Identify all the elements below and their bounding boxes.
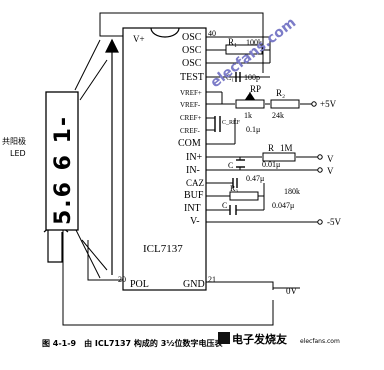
pin-vref-minus: VREF-	[180, 101, 201, 109]
c-input-label: C	[228, 161, 233, 170]
minus5-terminal	[317, 219, 323, 225]
logo-mark	[218, 332, 230, 344]
pin-vref-plus: VREF+	[180, 89, 202, 97]
ic-chip	[122, 27, 207, 291]
pin-gnd-label: GND	[183, 279, 205, 290]
pin-osc3: OSC	[182, 58, 202, 69]
led-label-line2: LED	[10, 149, 26, 158]
ic-body	[122, 27, 207, 291]
cref-value: 0.1μ	[246, 125, 260, 134]
rp-label: RP	[250, 84, 261, 94]
cref-label: C_REF	[222, 120, 241, 126]
pin-21-label: 21	[208, 275, 216, 284]
r3-resistor	[229, 191, 259, 201]
pin-in-minus: IN-	[186, 165, 200, 176]
components	[214, 44, 300, 215]
caz-value: 0.47μ	[246, 174, 264, 183]
rp-potentiometer	[235, 99, 265, 109]
r-input-label: R	[268, 143, 274, 153]
zero-volt-label: 0V	[286, 286, 298, 296]
r-input-resistor	[262, 152, 296, 162]
r2-value: 24k	[272, 111, 284, 120]
plus5-terminal	[311, 101, 317, 107]
pin-pol-label: POL	[130, 279, 149, 290]
pin-vminus: V-	[190, 216, 200, 227]
r3-value: 180k	[284, 187, 300, 196]
pol-wire	[87, 240, 123, 281]
c1-label: C₁	[226, 73, 234, 82]
plus5-label: +5V	[320, 99, 337, 109]
r2-label: R₂	[276, 88, 285, 98]
pin-osc2: OSC	[182, 45, 202, 56]
pin-buf: BUF	[184, 190, 204, 201]
vplus-wire	[99, 12, 264, 73]
cint-label: C	[222, 201, 227, 210]
r2-resistor	[270, 99, 300, 109]
pin-int: INT	[184, 203, 201, 214]
minus5-label: -5V	[327, 217, 341, 227]
pin-cref-minus: CREF-	[180, 127, 201, 135]
pin-cref-plus: CREF+	[180, 114, 202, 122]
ic-right-pin-labels: OSC OSC OSC TEST VREF+ VREF- CREF+ CREF-…	[178, 32, 204, 227]
pin-vplus-label: V+	[133, 34, 145, 44]
vin-minus-label: V	[327, 166, 334, 176]
c1-value: 100p	[244, 73, 260, 82]
c-input-value: 0.01μ	[262, 160, 280, 169]
r-input-value: 1M	[280, 143, 293, 153]
rp-wiper-arrow	[245, 92, 255, 100]
led-label-line1: 共阳极	[2, 136, 26, 146]
cint-value: 0.047μ	[272, 201, 294, 210]
component-labels: R₁ 100k C₁ 100p RP 1k R₂ 24k C_REF 0.1μ …	[222, 37, 300, 210]
logo-url: elecfans.com	[300, 338, 340, 345]
terminals: +5V V V -5V 0V	[286, 99, 341, 296]
logo-text: 电子发烧友	[232, 332, 287, 346]
arrow-up	[105, 38, 119, 53]
pin-osc1: OSC	[182, 32, 202, 43]
figure-caption: 图 4-1-9 由 ICL7137 构成的 3½位数字电压表	[42, 338, 224, 348]
vin-minus-terminal	[317, 167, 323, 173]
chip-name: ICL7137	[143, 243, 183, 255]
led-display: 5.6 6 1- 共阳极 LED	[2, 91, 79, 231]
r1-resistor	[225, 44, 263, 55]
backplane-wire	[62, 228, 274, 326]
vin-plus-terminal	[317, 154, 323, 160]
r1-value: 100k	[246, 38, 262, 47]
rp-value: 1k	[244, 111, 252, 120]
r1-label: R₁	[228, 37, 237, 47]
pin-40-label: 40	[208, 29, 216, 38]
pin-com: COM	[178, 138, 201, 149]
led-display-frame	[45, 91, 79, 231]
led-digits: 5.6 6 1-	[51, 115, 76, 225]
site-logo: 电子发烧友 elecfans.com	[218, 332, 340, 346]
pin-test: TEST	[180, 72, 204, 83]
vin-plus-label: V	[327, 154, 334, 164]
pin-caz: CAZ	[186, 178, 204, 188]
gnd-wire	[206, 281, 274, 290]
ic-notch	[150, 27, 180, 38]
wires	[62, 12, 318, 326]
pin-in-plus: IN+	[186, 152, 203, 163]
r3-label: R₃	[230, 184, 238, 193]
